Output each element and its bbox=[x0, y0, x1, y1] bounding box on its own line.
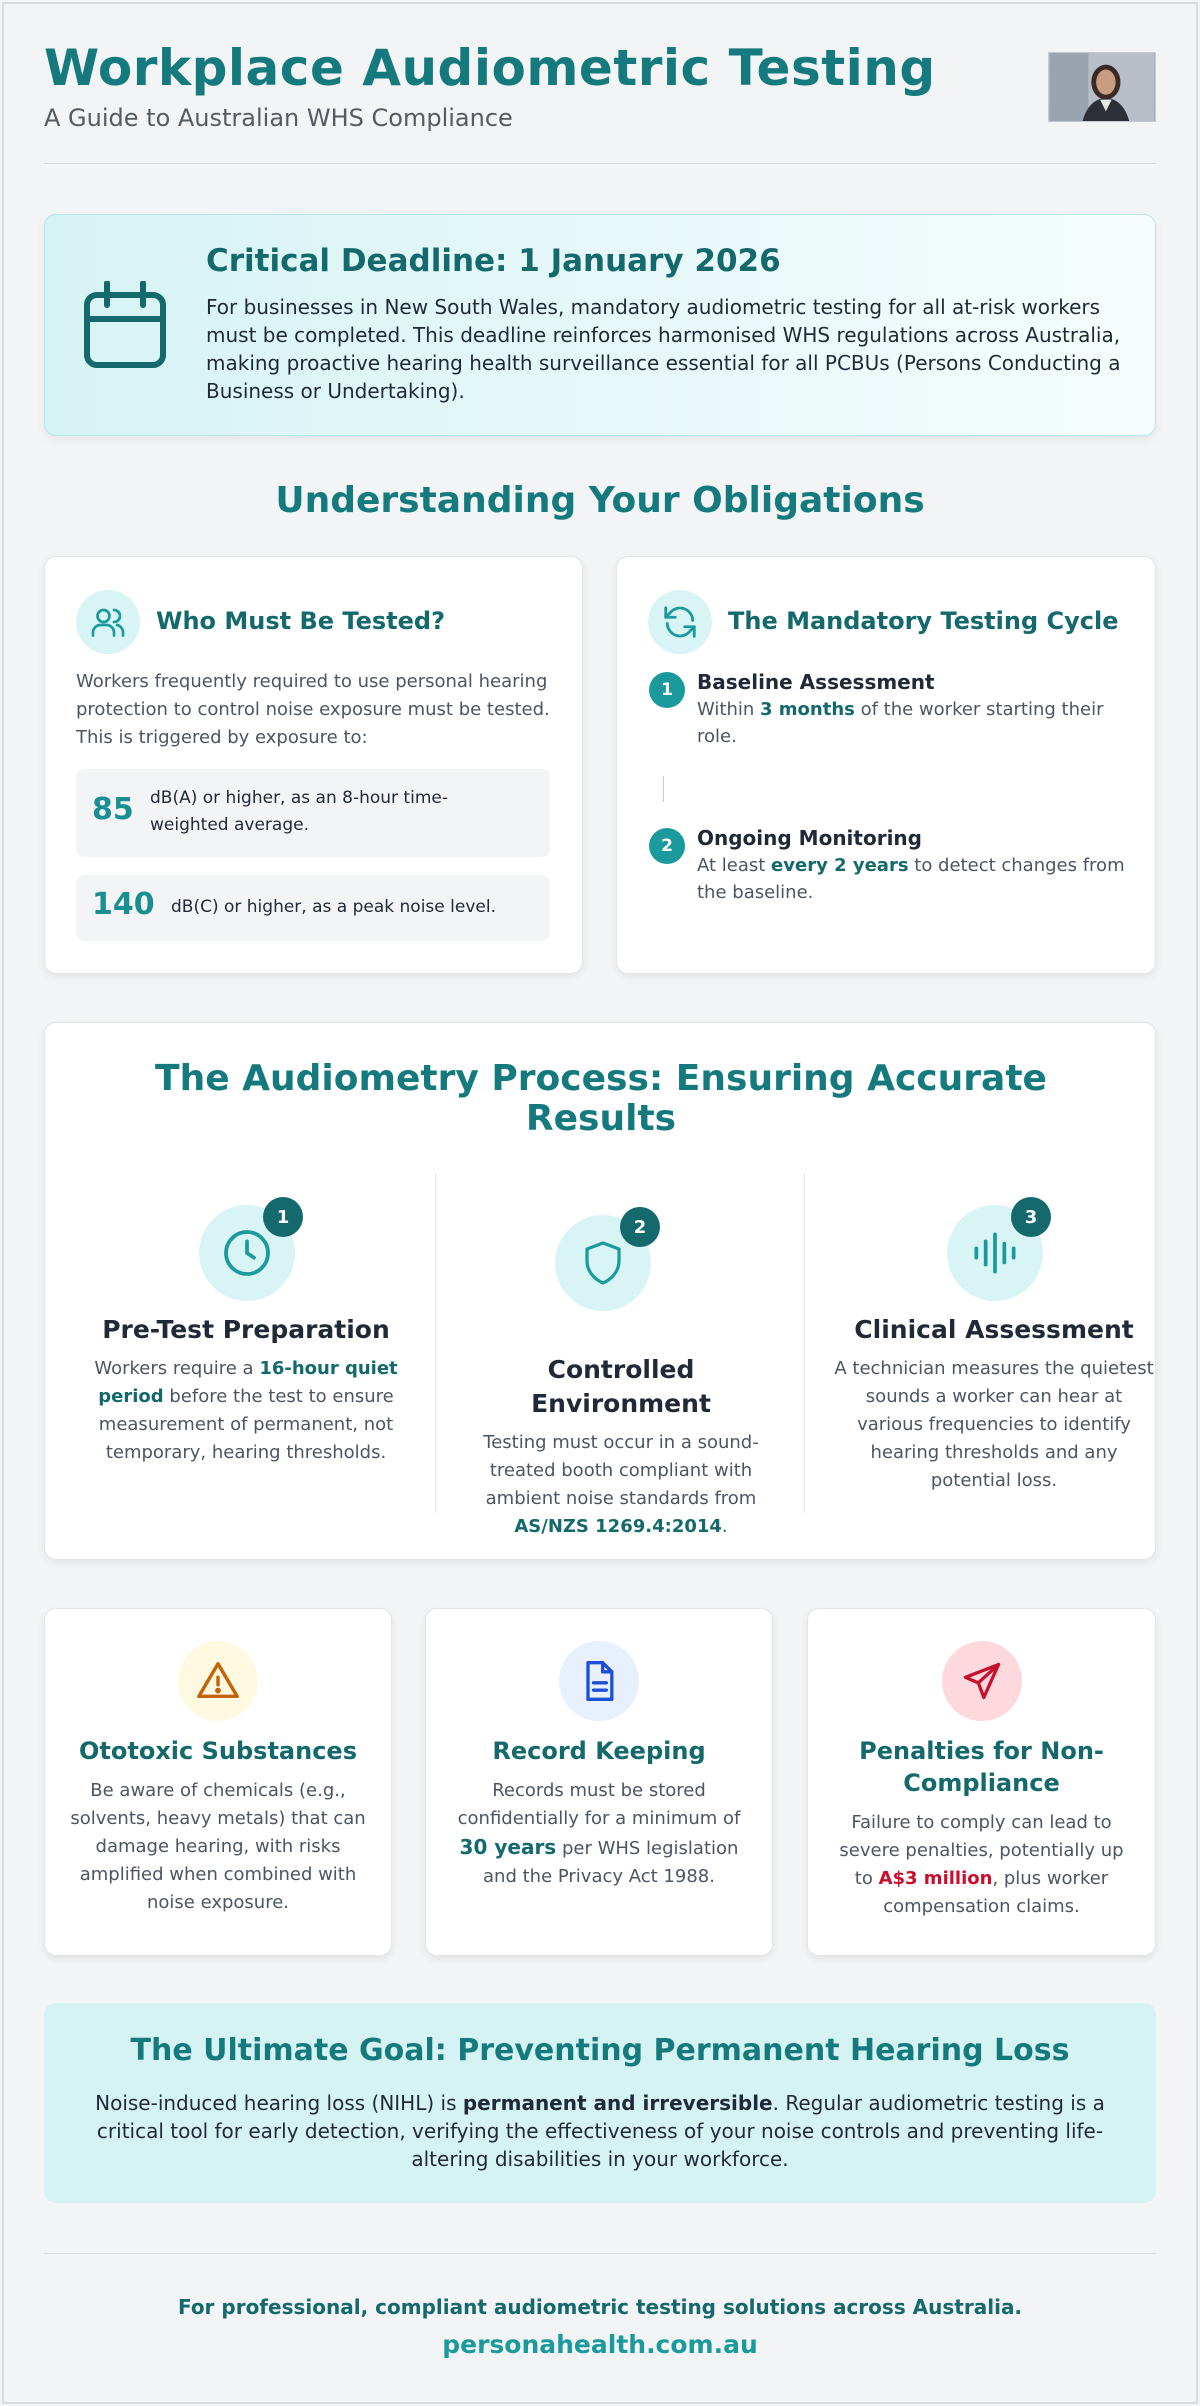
stat-text: dB(A) or higher, as an 8-hour time-weigh… bbox=[150, 788, 448, 835]
card-title: Record Keeping bbox=[492, 1737, 706, 1765]
step-text: At least every 2 years to detect changes… bbox=[697, 855, 1125, 903]
ototoxic-card: Ototoxic Substances Be aware of chemical… bbox=[44, 1608, 392, 1956]
footer-tagline: For professional, compliant audiometric … bbox=[177, 2295, 1023, 2319]
step-badge: 1 bbox=[263, 1197, 303, 1237]
goal-banner: The Ultimate Goal: Preventing Permanent … bbox=[44, 2003, 1156, 2203]
step-title: Baseline Assessment bbox=[697, 670, 935, 694]
penalties-card: Penalties for Non-Compliance Failure to … bbox=[807, 1608, 1156, 1956]
cycle-card: The Mandatory Testing Cycle bbox=[616, 556, 1156, 974]
cycle-title: The Mandatory Testing Cycle bbox=[728, 607, 1119, 635]
page-subtitle: A Guide to Australian WHS Compliance bbox=[44, 104, 513, 132]
process-step-title: Pre-Test Preparation bbox=[102, 1315, 390, 1344]
obligations-heading: Understanding Your Obligations bbox=[275, 480, 925, 521]
soundwave-icon bbox=[974, 1232, 1016, 1274]
refresh-icon-wrap bbox=[648, 590, 712, 654]
records-card: Record Keeping Records must be stored co… bbox=[425, 1608, 773, 1956]
website-link[interactable]: personahealth.com.au bbox=[442, 2330, 758, 2359]
goal-title: The Ultimate Goal: Preventing Permanent … bbox=[130, 2033, 1070, 2068]
header: Workplace Audiometric Testing A Guide to… bbox=[44, 36, 1156, 164]
page-title: Workplace Audiometric Testing bbox=[44, 39, 936, 97]
process-step-2: 2 Controlled Environment Testing must oc… bbox=[435, 1173, 805, 1537]
process-step-text: A technician measures the quietest sound… bbox=[834, 1358, 1154, 1491]
process-card: The Audiometry Process: Ensuring Accurat… bbox=[44, 1022, 1156, 1560]
send-icon bbox=[963, 1662, 1000, 1700]
process-step-3: 3 Clinical Assessment A technician measu… bbox=[809, 1173, 1179, 1513]
person-photo-icon bbox=[1049, 53, 1155, 121]
who-text: Workers frequently required to use perso… bbox=[76, 671, 550, 748]
step-number: 2 bbox=[649, 828, 685, 864]
users-icon bbox=[91, 608, 125, 637]
step-badge: 3 bbox=[1011, 1197, 1051, 1237]
refresh-icon bbox=[664, 606, 696, 638]
avatar bbox=[1048, 52, 1156, 122]
users-icon-wrap bbox=[76, 590, 140, 654]
clock-icon bbox=[224, 1230, 270, 1276]
document-icon bbox=[586, 1661, 614, 1701]
deadline-text: For businesses in New South Wales, manda… bbox=[206, 295, 1121, 403]
step-text: Within 3 months of the worker starting t… bbox=[697, 699, 1104, 747]
stat-value: 140 bbox=[92, 887, 155, 922]
card-title: Penalties for Non-Compliance bbox=[859, 1737, 1104, 1797]
process-step-text: Testing must occur in a sound-treated bo… bbox=[483, 1432, 759, 1537]
calendar-icon bbox=[84, 281, 166, 368]
shield-icon bbox=[585, 1241, 621, 1285]
stat-text: dB(C) or higher, as a peak noise level. bbox=[171, 897, 496, 917]
process-step-text: Workers require a 16-hour quiet period b… bbox=[94, 1358, 398, 1463]
document-icon-wrap bbox=[559, 1641, 639, 1721]
card-text: Failure to comply can lead to severe pen… bbox=[839, 1812, 1124, 1917]
warning-icon-wrap bbox=[178, 1641, 258, 1721]
process-step-1: 1 Pre-Test Preparation Workers require a… bbox=[61, 1173, 431, 1513]
deadline-title: Critical Deadline: 1 January 2026 bbox=[206, 243, 781, 279]
stat-value: 85 bbox=[92, 792, 134, 827]
stat-85: 85 dB(A) or higher, as an 8-hour time-we… bbox=[76, 769, 550, 857]
goal-text: Noise-induced hearing loss (NIHL) is per… bbox=[95, 2091, 1105, 2171]
step-title: Ongoing Monitoring bbox=[697, 826, 922, 850]
card-title: Ototoxic Substances bbox=[79, 1737, 357, 1765]
process-step-title: Controlled Environment bbox=[531, 1355, 711, 1418]
who-title: Who Must Be Tested? bbox=[156, 607, 446, 635]
footer-divider bbox=[44, 2253, 1156, 2254]
card-text: Records must be stored confidentially fo… bbox=[457, 1780, 741, 1887]
process-title: The Audiometry Process: Ensuring Accurat… bbox=[155, 1058, 1047, 1139]
who-card: Who Must Be Tested? Workers frequently r… bbox=[44, 556, 583, 974]
card-text: Be aware of chemicals (e.g., solvents, h… bbox=[70, 1780, 366, 1913]
deadline-banner: Critical Deadline: 1 January 2026 For bu… bbox=[44, 214, 1156, 436]
warning-icon bbox=[197, 1662, 239, 1699]
stat-140: 140 dB(C) or higher, as a peak noise lev… bbox=[76, 875, 550, 941]
step-badge: 2 bbox=[620, 1207, 660, 1247]
step-number: 1 bbox=[649, 672, 685, 708]
send-icon-wrap bbox=[941, 1641, 1022, 1721]
process-step-title: Clinical Assessment bbox=[854, 1315, 1134, 1344]
step-connector bbox=[663, 776, 664, 802]
